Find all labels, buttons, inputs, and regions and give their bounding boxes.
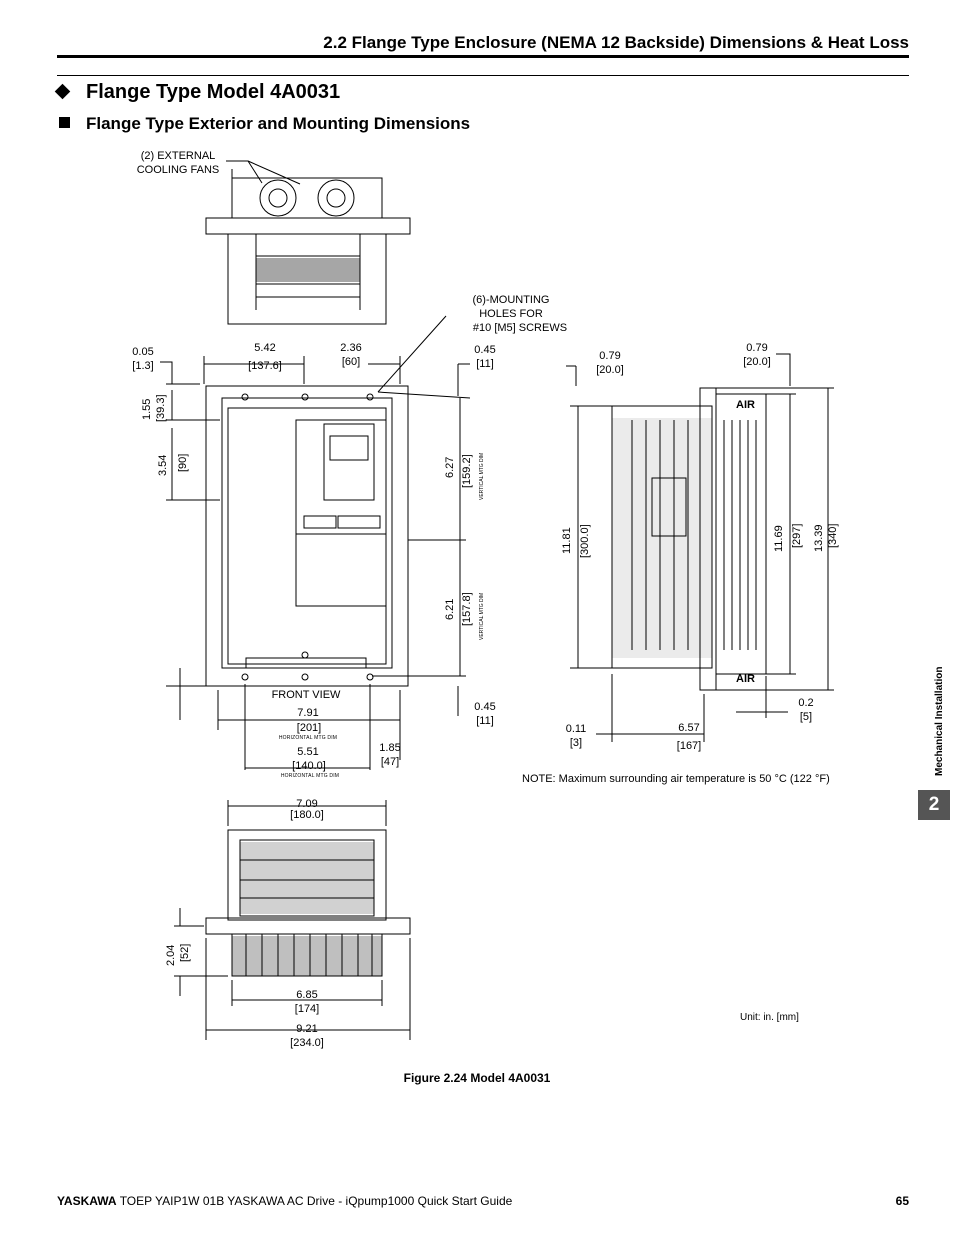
- mounting-holes-label-line1: (6)-MOUNTING: [472, 294, 550, 306]
- mounting-hole: [241, 393, 249, 401]
- dim-value: 6.27: [444, 456, 456, 478]
- front-view-label: FRONT VIEW: [271, 689, 341, 701]
- dim-value-mm: [60]: [341, 356, 361, 368]
- dim-value: 1.85: [379, 742, 401, 754]
- drive-body-bottom-view: [227, 829, 387, 921]
- dim-value: 6.85: [296, 989, 318, 1001]
- dim-value-mm: [5]: [799, 711, 813, 723]
- dim-value: 1.55: [141, 398, 153, 420]
- mounting-holes-label-line3: #10 [M5] SCREWS: [472, 322, 568, 334]
- dim-value: 7.91: [297, 707, 319, 719]
- dim-value-mm: [174]: [294, 1003, 320, 1015]
- horizontal-mtg-dim-label: HORIZONTAL MTG DIM: [278, 735, 338, 741]
- fans-label-line2: COOLING FANS: [136, 164, 220, 176]
- dim-value-mm: [167]: [676, 740, 702, 752]
- dim-value-mm: [52]: [179, 943, 191, 962]
- dim-value-mm: [159.2]: [461, 454, 473, 488]
- flange-front-view: [205, 385, 409, 687]
- square-bullet-icon: [59, 117, 70, 128]
- mounting-hole: [366, 393, 374, 401]
- section-title: Flange Type Model 4A0031: [86, 81, 341, 103]
- dim-value: 11.69: [773, 525, 785, 552]
- air-label-bottom: AIR: [736, 673, 755, 685]
- dim-value-mm: [39.3]: [155, 394, 167, 422]
- dim-value-mm: [340]: [827, 523, 839, 548]
- terminal-block: [239, 839, 375, 917]
- unit-note: Unit: in. [mm]: [740, 1012, 799, 1023]
- dim-value: 9.21: [296, 1023, 318, 1035]
- flange-top-view: [205, 217, 411, 235]
- dim-value: 0.2: [798, 697, 814, 709]
- heatsink-side: [715, 393, 767, 675]
- temperature-note: NOTE: Maximum surrounding air temperatur…: [522, 773, 830, 785]
- mounting-holes-label-line2: HOLES FOR: [479, 308, 543, 320]
- dim-value: 11.81: [561, 527, 573, 554]
- footer-text: TOEP YAIP1W 01B YASKAWA AC Drive - iQpum…: [116, 1194, 513, 1208]
- dim-value: 5.42: [254, 342, 276, 354]
- dim-value-mm: [20.0]: [743, 356, 771, 368]
- dim-value-mm: [140.0]: [292, 760, 326, 772]
- mounting-hole: [241, 673, 249, 681]
- dim-value: 5.51: [297, 746, 319, 758]
- dim-value-mm: [90]: [177, 453, 189, 472]
- footer: YASKAWA TOEP YAIP1W 01B YASKAWA AC Drive…: [57, 1194, 512, 1208]
- dim-value-mm: [11]: [476, 358, 494, 370]
- vertical-mtg-dim-label: VERTICAL MTG DIM: [479, 592, 485, 640]
- mounting-hole: [301, 673, 309, 681]
- dim-value: 2.04: [165, 944, 177, 966]
- dim-value: 6.57: [678, 722, 700, 734]
- dim-value: 6.21: [444, 598, 456, 620]
- dim-value: 0.11: [565, 723, 587, 735]
- keypad-display: [329, 435, 369, 461]
- mounting-hole: [301, 393, 309, 401]
- dim-value-mm: [300.0]: [579, 524, 591, 558]
- dim-value-mm: [20.0]: [596, 364, 624, 376]
- drive-side-body: [611, 405, 713, 669]
- horizontal-mtg-dim-label: HORIZONTAL MTG DIM: [280, 773, 340, 779]
- dim-value: 2.36: [340, 342, 362, 354]
- dim-value: 0.05: [132, 346, 154, 358]
- heatsink-bottom-view: [231, 933, 383, 977]
- dim-value: 0.79: [599, 350, 621, 362]
- air-label-top: AIR: [736, 399, 755, 411]
- dim-value-mm: [157.8]: [461, 592, 473, 626]
- fans-label-line1: (2) EXTERNAL: [140, 150, 216, 162]
- dim-value-mm: [11]: [476, 715, 494, 727]
- drive-body-top-view: [227, 233, 387, 325]
- dim-value-mm: [47]: [380, 756, 400, 768]
- cooling-fan-left: [259, 179, 297, 217]
- header-thin-rule: [57, 75, 909, 76]
- section-header: 2.2 Flange Type Enclosure (NEMA 12 Backs…: [323, 33, 909, 52]
- chapter-tab: 2: [918, 790, 950, 820]
- dim-value-mm: [3]: [569, 737, 583, 749]
- dim-value: 0.45: [474, 344, 496, 356]
- header-rule: [57, 55, 909, 58]
- cooling-fan-right: [317, 179, 355, 217]
- drive-body-front-view: [221, 397, 393, 669]
- dim-value: 7.09: [296, 798, 318, 810]
- drive-cover: [295, 419, 387, 607]
- vertical-mtg-dim-label: VERTICAL MTG DIM: [479, 452, 485, 500]
- section-subtitle: Flange Type Exterior and Mounting Dimens…: [86, 114, 471, 133]
- dim-value-mm: [297]: [791, 523, 803, 548]
- dim-value-mm: [234.0]: [290, 1037, 324, 1049]
- dim-value-mm: [1.3]: [132, 360, 154, 372]
- dim-value: 3.54: [157, 454, 169, 476]
- keypad: [323, 423, 375, 501]
- dim-value-mm: [201]: [296, 722, 322, 734]
- dim-value-mm: [180.0]: [290, 809, 324, 821]
- figure-caption: Figure 2.24 Model 4A0031: [403, 1071, 551, 1085]
- dim-value-mm: [137.6]: [248, 360, 282, 372]
- chapter-side-label: Mechanical Installation: [934, 666, 945, 776]
- footer-brand: YASKAWA: [57, 1194, 117, 1208]
- mounting-hole: [366, 673, 374, 681]
- dim-value: 0.45: [474, 701, 496, 713]
- dim-value: 13.39: [813, 524, 825, 552]
- page-number: 65: [895, 1194, 909, 1208]
- fan-housing: [231, 177, 383, 219]
- dim-value: 0.79: [746, 342, 768, 354]
